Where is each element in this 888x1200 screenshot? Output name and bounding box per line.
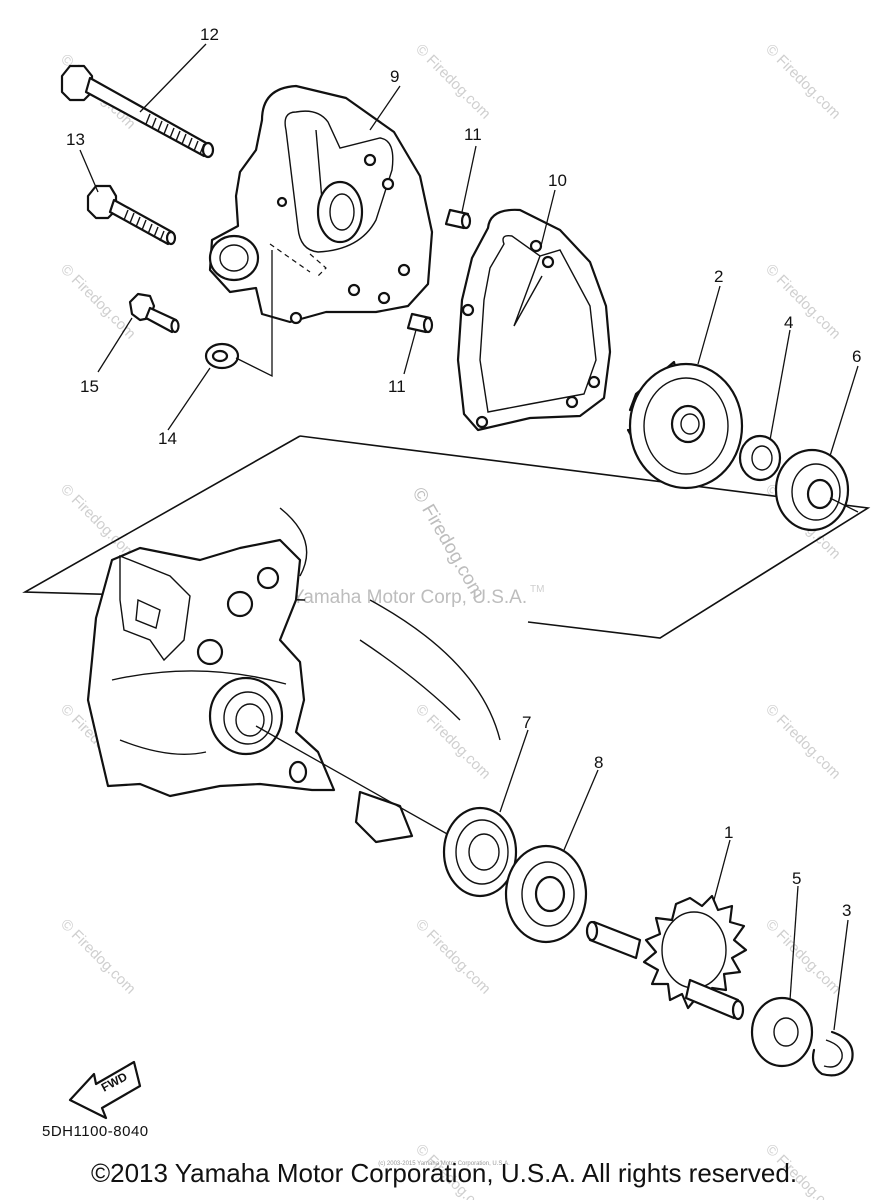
callout-11-top: 11	[464, 125, 482, 144]
callout-10: 10	[548, 171, 567, 190]
watermark-site: © Firedog.com	[762, 41, 844, 123]
callout-4: 4	[784, 313, 793, 332]
callout-12: 12	[200, 25, 219, 44]
part-15-short-bolt	[128, 292, 180, 334]
watermark-site: © Firedog.com	[762, 261, 844, 343]
part-11-dowel-pins	[406, 208, 472, 334]
callout-2: 2	[714, 267, 723, 286]
callout-7: 7	[522, 713, 531, 732]
callout-9: 9	[390, 67, 399, 86]
fine-print: (c) 2003-2015 Yamaha Motor Corporation, …	[378, 1161, 510, 1167]
watermark-site: © Firedog.com	[762, 701, 844, 783]
part-6-oil-seal	[774, 448, 859, 532]
part-8-bearing	[504, 844, 588, 944]
part-4-washer	[738, 434, 782, 482]
callout-11-bottom: 11	[388, 377, 406, 396]
watermark-site: © Firedog.com	[57, 261, 139, 343]
watermark-tm: TM	[530, 584, 544, 595]
fwd-arrow: FWD	[68, 1060, 142, 1120]
callout-3: 3	[842, 901, 851, 920]
callout-labels: 1 2 3 4 5 6 7 8 9 10 11 11 12 13 14 15	[66, 25, 861, 920]
leader-lines	[79, 43, 859, 1031]
watermark-site: © Firedog.com	[762, 916, 844, 998]
part-9-pump-housing	[208, 84, 434, 325]
callout-13: 13	[66, 130, 85, 149]
crankcase-cover	[86, 507, 501, 849]
callout-8: 8	[594, 753, 603, 772]
part-14-washer	[204, 342, 240, 370]
part-12-long-bolt	[60, 64, 215, 159]
part-5-washer	[750, 996, 814, 1068]
part-3-circlip	[811, 1030, 854, 1077]
part-1-impeller-shaft	[585, 894, 748, 1021]
part-2-impeller	[626, 360, 744, 490]
watermark-site: © Firedog.com	[412, 41, 494, 123]
watermark-site: © Firedog.com	[412, 916, 494, 998]
part-10-gasket	[456, 208, 612, 432]
watermark-site: © Firedog.com	[57, 916, 139, 998]
diagram-part-code: 5DH1100-8040	[42, 1123, 149, 1140]
callout-14: 14	[158, 429, 177, 448]
watermark-company: Yamaha Motor Corp, U.S.A.	[292, 587, 527, 608]
part-13-bolt	[86, 184, 177, 246]
copyright-notice: ©2013 Yamaha Motor Corporation, U.S.A. A…	[90, 1158, 798, 1188]
part-7-bearing	[442, 806, 518, 898]
callout-1: 1	[724, 823, 733, 842]
callout-5: 5	[792, 869, 801, 888]
callout-15: 15	[80, 377, 99, 396]
callout-6: 6	[852, 347, 861, 366]
watermark-site-center: © Firedog.com	[408, 484, 489, 603]
